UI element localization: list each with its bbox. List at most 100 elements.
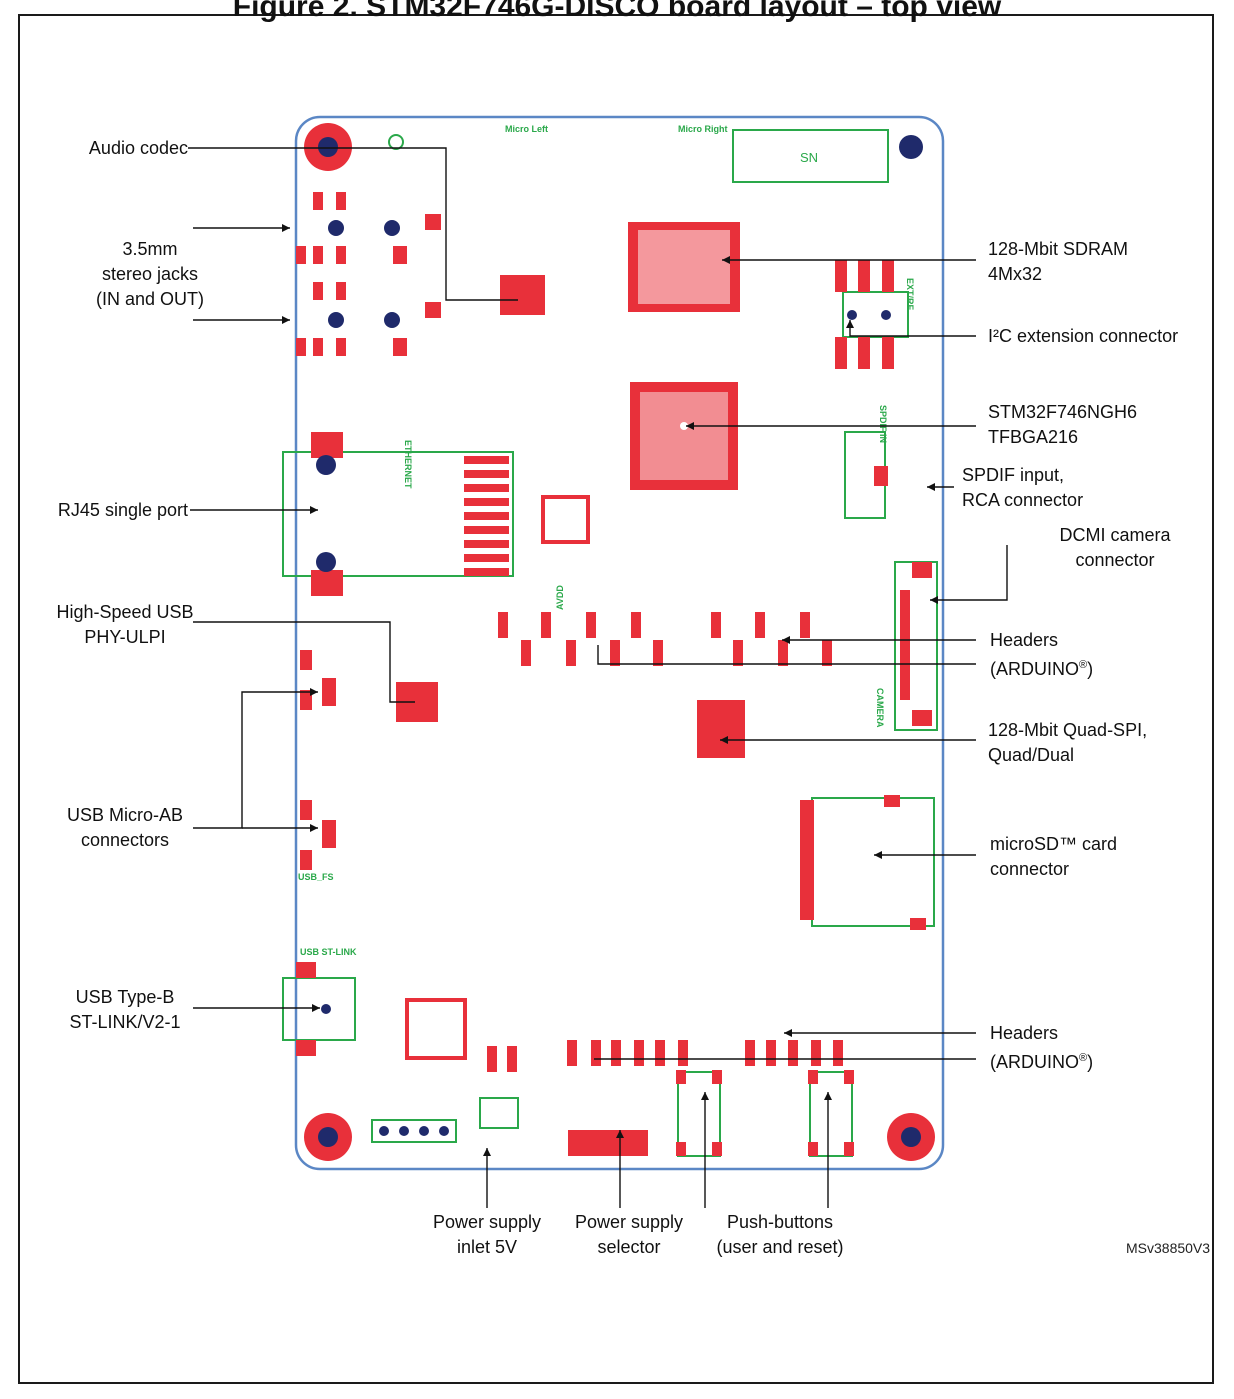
callout-audio-codec: Audio codec [89,136,188,161]
callout-push-buttons: Push-buttons (user and reset) [698,1210,862,1260]
callout-usb-typeb-line1: USB Type-B [75,987,175,1007]
push-buttons [676,1070,854,1157]
callout-sdram-line2: 4Mx32 [988,264,1043,284]
magnetics-pads [464,456,509,576]
ethernet-phy-chip [541,495,590,544]
callout-power-selector-line2: selector [597,1237,661,1257]
callout-rj45: RJ45 single port [58,498,188,523]
callout-stereo-jacks-line2: stereo jacks [101,264,199,284]
callout-headers-top-registered: ® [1079,659,1088,671]
silk-ext-rf: EXT/RF [905,278,915,311]
power-jumper [479,1046,519,1129]
callout-headers-top-line1: Headers [990,630,1059,650]
callout-i2c: I²C extension connector [988,324,1178,349]
callout-usb-phy-line2: PHY-ULPI [84,627,166,647]
page-title: Figure 2. STM32F746G-DISCO board layout … [232,0,1002,23]
callout-push-buttons-line2: (user and reset) [716,1237,844,1257]
serial-number-box [732,129,889,183]
callout-mcu-line2: TFBGA216 [988,427,1079,447]
audio-codec-chip [500,275,545,315]
mcu-chip [630,382,738,490]
callout-headers-bottom-line1: Headers [990,1023,1059,1043]
callout-usb-micro-line2: connectors [80,830,170,850]
leader-dcmi [930,545,1008,601]
callout-dcmi-line2: connector [1075,550,1155,570]
usb-typeb-connector [282,962,356,1056]
callout-spdif-line1: SPDIF input, [962,465,1065,485]
callout-usb-phy-line1: High-Speed USB [56,602,194,622]
i2c-connector [835,260,909,369]
debug-connector [371,1119,457,1143]
callout-mcu-line1: STM32F746NGH6 [988,402,1138,422]
callout-power-selector-line1: Power supply [574,1212,684,1232]
callout-stereo-jacks-line3: (IN and OUT) [95,289,205,309]
callout-headers-bottom-paren: ) [1087,1052,1094,1072]
silk-ethernet: ETHERNET [403,440,413,489]
leader-arrowheads [282,224,938,1156]
callout-microsd-line1: microSD™ card [990,834,1118,854]
callout-mcu: STM32F746NGH6 TFBGA216 [988,400,1137,450]
callout-spdif-line2: RCA connector [962,490,1084,510]
silk-micro-right: Micro Right [678,124,728,134]
callout-headers-top-line2: (ARDUINO [990,659,1079,679]
silk-micro-left: Micro Left [505,124,548,134]
callout-stereo-jacks: 3.5mm stereo jacks (IN and OUT) [90,237,210,312]
callout-power-inlet: Power supply inlet 5V [410,1210,564,1260]
silk-camera: CAMERA [875,688,885,728]
camera-connector [894,561,938,731]
rj45-connector [282,432,514,596]
callout-push-buttons-line1: Push-buttons [726,1212,834,1232]
callout-qspi: 128-Mbit Quad-SPI, Quad/Dual [988,718,1147,768]
callout-qspi-line2: Quad/Dual [988,745,1075,765]
callout-power-inlet-line1: Power supply [432,1212,542,1232]
silk-spdif-in: SPDIF IN [878,405,888,443]
qspi-chip [697,700,745,758]
callout-usb-micro: USB Micro-AB connectors [55,803,195,853]
spdif-rca [844,431,888,519]
callout-microsd-line2: connector [990,859,1070,879]
microsd-slot [800,795,935,930]
leader-headers-top-2 [597,645,976,665]
callout-headers-top-paren: ) [1087,659,1094,679]
callout-headers-bottom-line2: (ARDUINO [990,1052,1079,1072]
callout-microsd: microSD™ card connector [990,832,1117,882]
callout-power-selector: Power supply selector [556,1210,702,1260]
callout-rj45-line1: RJ45 single port [57,500,188,520]
leader-audio-codec [188,147,518,301]
figure-frame [18,14,1214,1384]
audio-jacks [296,192,441,356]
callout-headers-top: Headers (ARDUINO®) [990,628,1093,682]
callout-usb-typeb: USB Type-B ST-LINK/V2-1 [55,985,195,1035]
callout-headers-bottom: Headers (ARDUINO®) [990,1021,1093,1075]
callout-power-inlet-line2: inlet 5V [456,1237,518,1257]
stlink-chip [405,998,467,1060]
callout-i2c-line1: I²C extension connector [988,326,1179,346]
silk-usb-fs: USB_FS [298,872,334,882]
sdram-chip [628,222,740,312]
callout-usb-typeb-line2: ST-LINK/V2-1 [69,1012,181,1032]
callout-dcmi: DCMI camera connector [1040,523,1190,573]
callout-sdram: 128-Mbit SDRAM 4Mx32 [988,237,1128,287]
callout-dcmi-line1: DCMI camera [1059,525,1171,545]
callout-usb-phy: High-Speed USB PHY-ULPI [55,600,195,650]
arduino-header-bottom [567,1040,843,1066]
callout-sdram-line1: 128-Mbit SDRAM [988,239,1129,259]
usb-micro-connectors [300,650,336,870]
leader-usb-phy [193,621,415,703]
power-selector-pads [568,1130,648,1156]
callout-headers-bottom-registered: ® [1079,1052,1088,1064]
silk-avdd: AVDD [555,585,565,610]
silk-usb-st-link: USB ST-LINK [300,947,357,957]
leader-usb-micro [193,691,318,829]
callout-audio-codec-line1: Audio codec [88,138,188,158]
callout-stereo-jacks-line1: 3.5mm [122,239,178,259]
silk-sn: SN [800,150,818,165]
mounting-holes [304,123,935,1161]
leader-lines [188,147,1008,1208]
callout-usb-micro-line1: USB Micro-AB [66,805,183,825]
callout-qspi-line1: 128-Mbit Quad-SPI, [988,720,1148,740]
arduino-header-top [498,612,832,666]
figure-reference: MSv38850V3 [1126,1240,1211,1256]
callout-spdif: SPDIF input, RCA connector [962,463,1083,513]
